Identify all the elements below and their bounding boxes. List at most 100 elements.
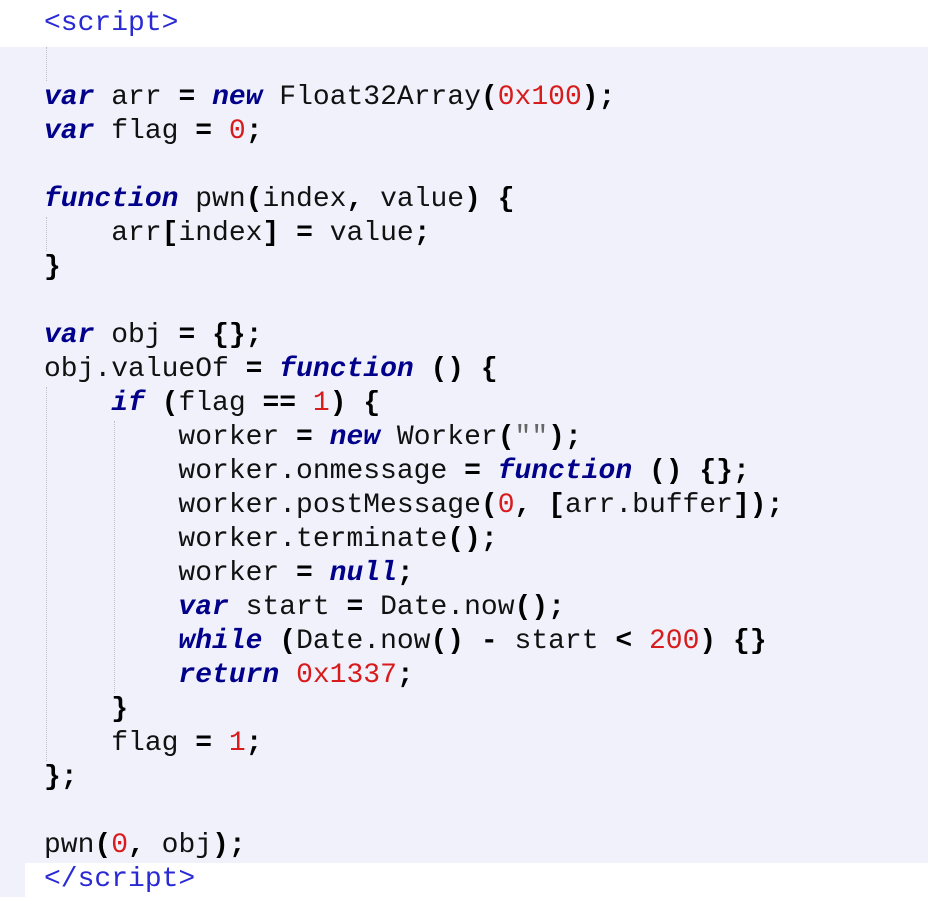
code-token-kw: var [44, 116, 95, 147]
code-token-pl [683, 456, 700, 487]
code-token-kw: function [497, 456, 633, 487]
code-line: obj.valueOf = function () { [0, 353, 928, 387]
code-token-pl: Worker [380, 422, 498, 453]
code-token-pl [212, 116, 229, 147]
code-token-pu: = [464, 456, 481, 487]
code-token-pl [531, 490, 548, 521]
code-token-pl: worker.terminate [44, 524, 448, 555]
code-token-nu: 1 [228, 728, 246, 759]
code-token-pu: = [245, 354, 263, 385]
indent-guide [46, 387, 47, 761]
code-token-pu: < [615, 626, 633, 657]
code-line [0, 285, 928, 319]
code-token-kw: new [212, 82, 263, 113]
code-token-pu: = [296, 422, 313, 453]
code-token-pu: ( [497, 422, 515, 453]
code-line [0, 149, 928, 183]
code-line: worker = null; [0, 557, 928, 591]
code-line: } [0, 693, 928, 727]
code-token-pl: obj [94, 320, 179, 351]
code-token-pu: ) [464, 184, 481, 215]
code-token-pl [145, 388, 162, 419]
code-token-pl: start [228, 592, 347, 623]
code-token-kw: if [111, 388, 145, 419]
code-token-pu: ; [396, 660, 414, 691]
code-token-pl [632, 456, 649, 487]
code-token-kw: return [178, 660, 280, 691]
code-token-pl [44, 626, 178, 657]
code-token-pl [347, 388, 364, 419]
code-token-pl [212, 728, 229, 759]
js-code-block: var arr = new Float32Array(0x100);var fl… [0, 47, 928, 897]
code-token-pu: , [514, 490, 532, 521]
code-token-pu: ) [329, 388, 347, 419]
code-line: arr[index] = value; [0, 217, 928, 251]
code-token-pl: arr [94, 82, 179, 113]
code-token-pu: (); [447, 524, 498, 555]
code-token-pu: ); [548, 422, 582, 453]
code-token-pl: index [178, 218, 263, 249]
code-token-kw: null [329, 558, 397, 589]
code-token-pu: } [44, 252, 61, 283]
code-token-pl [262, 354, 279, 385]
code-token-kw: var [178, 592, 229, 623]
code-token-kw: var [44, 82, 95, 113]
code-token-nu: 0 [111, 830, 129, 861]
code-token-pu: }; [44, 762, 78, 793]
code-token-kw: while [178, 626, 263, 657]
indent-guide [46, 217, 47, 251]
code-token-pl: worker.onmessage [44, 456, 465, 487]
code-token-pu: - [480, 626, 498, 657]
code-token-pu: {}; [212, 320, 263, 351]
code-token-pu: {} [733, 626, 767, 657]
code-token-nu: 0 [228, 116, 246, 147]
code-token-pl [481, 184, 498, 215]
code-token-pl [481, 456, 498, 487]
code-token-pu: { [497, 184, 515, 215]
code-token-pu: == [262, 388, 297, 419]
code-token-pu: = [178, 320, 196, 351]
code-token-kw: function [279, 354, 414, 385]
code-token-pl [313, 422, 330, 453]
code-token-nu: 1 [312, 388, 330, 419]
code-token-pu: { [480, 354, 498, 385]
code-token-nu: 0x1337 [296, 660, 397, 691]
code-token-pl [279, 660, 296, 691]
code-token-kw: var [44, 320, 95, 351]
code-token-pl [632, 626, 649, 657]
code-token-pu: , [346, 184, 364, 215]
code-line: function pwn(index, value) { [0, 183, 928, 217]
code-token-pl: value [312, 218, 414, 249]
code-token-pu: () [648, 456, 683, 487]
code-token-pu: ) [699, 626, 717, 657]
code-token-pl: Date.now [363, 592, 515, 623]
code-token-pu: ( [279, 626, 297, 657]
code-token-pl: obj.valueOf [44, 354, 246, 385]
code-line: } [0, 251, 928, 285]
code-token-pu: ( [245, 184, 263, 215]
code-token-pl [313, 558, 330, 589]
code-line: worker.postMessage(0, [arr.buffer]); [0, 489, 928, 523]
code-token-pl [195, 82, 212, 113]
indent-guide [114, 421, 115, 693]
code-line: }; [0, 761, 928, 795]
code-token-pu: ] [262, 218, 280, 249]
code-token-pl: pwn [178, 184, 246, 215]
code-token-pu: {}; [699, 456, 750, 487]
code-token-pu: ; [245, 728, 263, 759]
code-token-pl [716, 626, 733, 657]
indent-guide [46, 47, 47, 81]
code-token-pl: obj [144, 830, 213, 861]
code-token-pl [44, 592, 178, 623]
code-token-pu: = [178, 82, 196, 113]
code-token-pu: (); [514, 592, 565, 623]
code-token-pl: flag [44, 728, 196, 759]
code-line: while (Date.now() - start < 200) {} [0, 625, 928, 659]
code-token-pu: , [128, 830, 145, 861]
code-token-pu: ( [480, 82, 498, 113]
code-token-pl: flag [178, 388, 263, 419]
code-token-pl: Float32Array [262, 82, 481, 113]
code-line: var flag = 0; [0, 115, 928, 149]
code-token-pu: () [430, 354, 465, 385]
code-token-pl: value [363, 184, 465, 215]
